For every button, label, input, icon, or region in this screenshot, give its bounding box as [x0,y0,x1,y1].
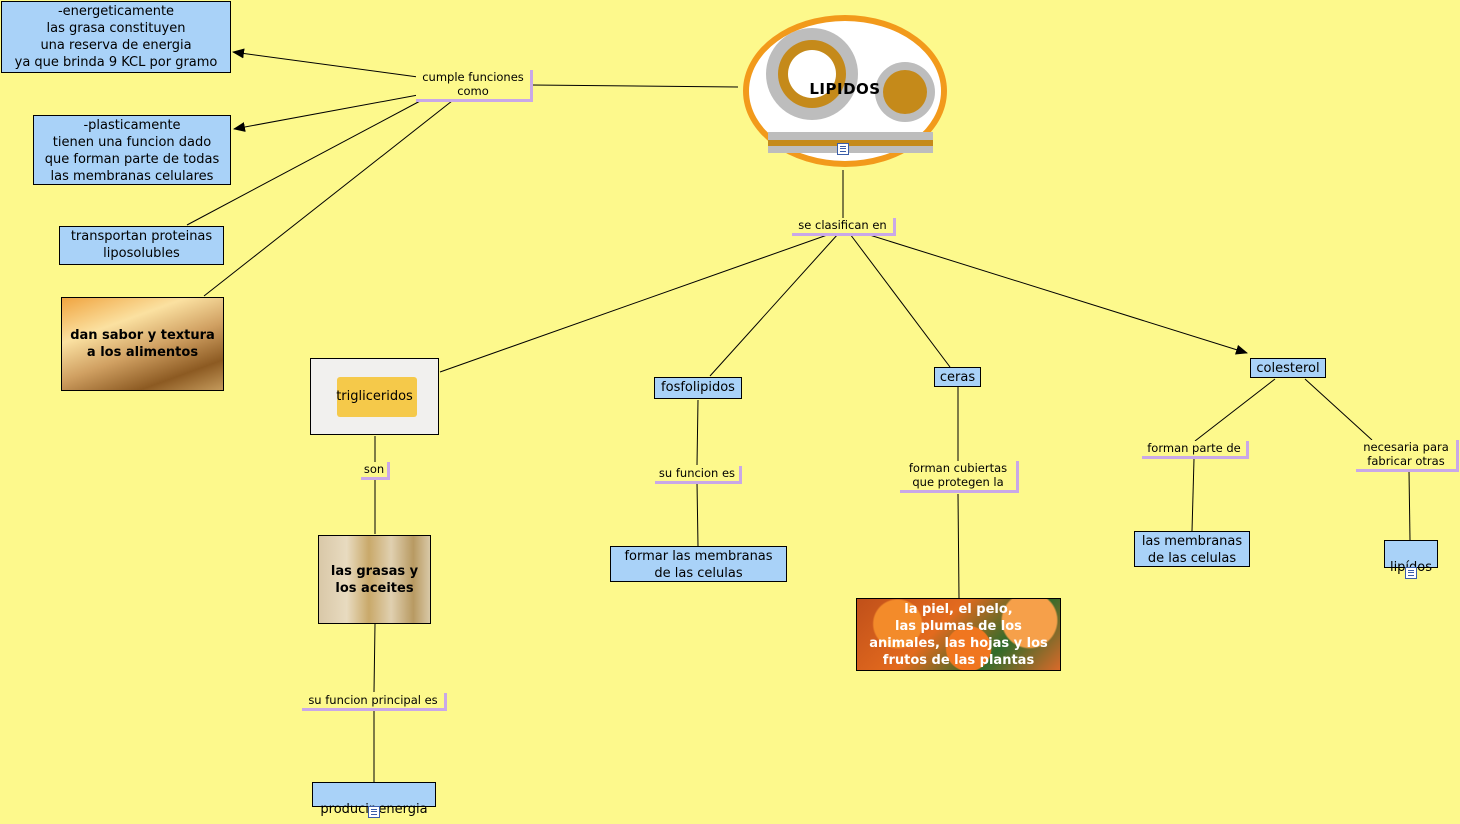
node-membranas-celulas[interactable]: las membranas de las celulas [1134,531,1250,567]
document-icon[interactable] [837,143,849,155]
line-colesterol-to-formanparte [1194,378,1276,442]
link-label-son: son [361,462,390,480]
node-producir-energia[interactable]: producir energia [312,782,436,817]
line-cumple-to-transportan [186,99,423,226]
link-label-funcion-principal: su funcion principal es [302,693,447,711]
node-colesterol[interactable]: colesterol [1250,358,1326,378]
link-label-clasifican: se clasifican en [792,218,896,236]
link-label-cumple: cumple funciones como [416,70,533,102]
line-colesterol-to-necesaria [1304,378,1373,441]
node-grasas-aceites[interactable]: las grasas y los aceites [318,535,431,624]
line-forman-to-piel [957,493,960,599]
node-energeticamente[interactable]: -energeticamente las grasa constituyen u… [1,1,231,73]
line-grasas-to-funcion [373,623,376,693]
link-label-forman-parte: forman parte de [1142,441,1249,459]
node-trigliceridos-label: trigliceridos [336,389,413,404]
line-clasifican-to-ceras [849,233,951,368]
node-sabor-label: dan sabor y textura a los alimentos [70,328,215,360]
line-formanparte-to-membranas [1191,458,1195,532]
line-cumple-to-plasticamente [233,94,419,132]
line-clasifican-to-trigliceridos [439,233,831,373]
node-fosfolipidos[interactable]: fosfolipidos [654,377,742,399]
butter-block [337,377,417,417]
line-sufuncion-to-formar [696,481,699,547]
line-cumple-to-energeticamente [232,48,419,78]
line-cumple-to-sabor [203,100,453,297]
link-label-su-funcion: su funcion es [655,466,742,484]
document-icon[interactable] [368,806,380,818]
node-ceras[interactable]: ceras [934,367,981,387]
node-sabor-textura[interactable]: dan sabor y textura a los alimentos [61,297,224,391]
line-clasifican-to-fosfolipidos [709,233,839,377]
node-producir-label: producir energia [320,802,428,817]
node-plasticamente[interactable]: -plasticamente tienen una funcion dado q… [33,115,231,185]
line-clasifican-to-colesterol [859,231,1248,355]
root-node-lipidos[interactable]: LIPIDOS [740,12,950,170]
link-label-necesaria: necesaria para fabricar otras [1356,440,1459,472]
node-grasas-label: las grasas y los aceites [330,563,419,596]
line-root-to-cumple [531,84,739,88]
line-fosfolipidos-to-sufuncion [696,399,699,466]
link-label-forman-cubiertas: forman cubiertas que protegen la [900,461,1019,493]
node-formar-membranas[interactable]: formar las membranas de las celulas [610,546,787,582]
line-necesaria-to-lipidos [1408,470,1411,541]
node-piel-label: la piel, el pelo, las plumas de los anim… [869,601,1048,668]
node-transportan[interactable]: transportan proteinas liposolubles [59,226,224,265]
node-lipidos-otros[interactable]: lipídos [1384,540,1438,575]
document-icon[interactable] [1405,567,1417,579]
root-label: LIPIDOS [809,80,881,98]
node-trigliceridos[interactable]: trigliceridos [310,358,439,435]
node-piel-pelo[interactable]: la piel, el pelo, las plumas de los anim… [856,598,1061,671]
liposome-illustration [743,15,947,167]
